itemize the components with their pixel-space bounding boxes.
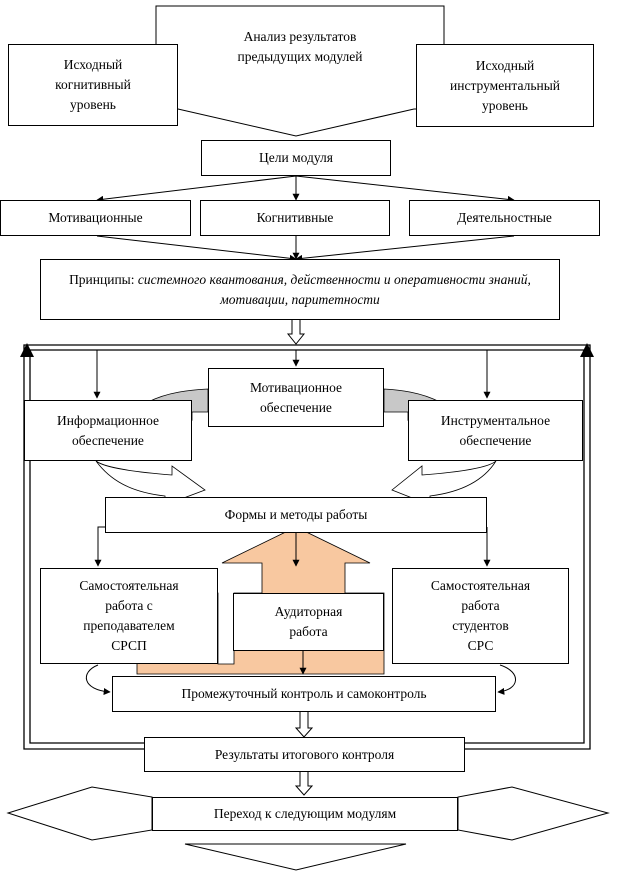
classroom-work-box: Аудиторная работа bbox=[233, 593, 384, 651]
curve-instrumental-to-forms bbox=[391, 460, 497, 506]
arrow-activity-to-principles bbox=[295, 235, 515, 262]
instrumental-support-box: Инструментальное обеспечение bbox=[408, 400, 583, 461]
arrow-motivational-to-principles bbox=[96, 235, 297, 262]
next-modules-box: Переход к следующим модулям bbox=[152, 797, 458, 831]
forms-methods-box: Формы и методы работы bbox=[105, 497, 487, 533]
informational-support-label: Информационное обеспечение bbox=[56, 412, 159, 448]
instrumental-support-label: Инструментальное обеспечение bbox=[440, 412, 551, 448]
next-down-arrow bbox=[184, 843, 407, 871]
motivational-support-box: Мотивационное обеспечение bbox=[208, 368, 384, 427]
double-arrow-results-down bbox=[294, 772, 314, 796]
frame-arrowhead-right bbox=[580, 343, 594, 357]
curve-right-to-control bbox=[497, 664, 516, 695]
intermediate-control-label: Промежуточный контроль и самоконтроль bbox=[181, 686, 427, 701]
independent-students-box: Самостоятельная работа студентов СРС bbox=[392, 568, 569, 664]
informational-support-box: Информационное обеспечение bbox=[24, 400, 192, 461]
initial-cognitive-level-label: Исходный когнитивный уровень bbox=[55, 57, 131, 112]
motivational-support-label: Мотивационное обеспечение bbox=[249, 379, 343, 415]
outer-frame-line-inner bbox=[29, 349, 585, 744]
goal-activity-box: Деятельностные bbox=[409, 200, 600, 236]
module-goals-label: Цели модуля bbox=[259, 150, 333, 165]
goal-cognitive-box: Когнитивные bbox=[200, 200, 390, 236]
final-results-label: Результаты итогового контроля bbox=[214, 746, 395, 762]
independent-with-teacher-box: Самостоятельная работа с преподавателем … bbox=[40, 568, 218, 664]
double-arrow-control-down bbox=[294, 712, 314, 738]
module-goals-box: Цели модуля bbox=[201, 140, 391, 176]
goal-motivational-box: Мотивационные bbox=[0, 200, 191, 236]
initial-instrumental-level-label: Исходный инструментальный уровень bbox=[450, 57, 560, 113]
principles-prefix: Принципы: bbox=[69, 271, 138, 287]
goal-activity-label: Деятельностные bbox=[457, 210, 552, 225]
next-right-arrow bbox=[457, 786, 610, 841]
double-arrow-principles-down bbox=[286, 320, 306, 345]
goal-cognitive-label: Когнитивные bbox=[256, 210, 334, 225]
frame-arrowhead-left bbox=[20, 343, 34, 357]
independent-with-teacher-label: Самостоятельная работа с преподавателем … bbox=[79, 578, 179, 653]
initial-cognitive-level-box: Исходный когнитивный уровень bbox=[8, 44, 178, 126]
forms-methods-label: Формы и методы работы bbox=[224, 507, 368, 522]
intermediate-control-box: Промежуточный контроль и самоконтроль bbox=[112, 676, 496, 712]
analysis-label: Анализ результатов предыдущих модулей bbox=[237, 29, 363, 64]
final-results-box: Результаты итогового контроля bbox=[144, 737, 465, 772]
outer-frame-line-outer bbox=[23, 344, 591, 750]
next-left-arrow bbox=[6, 786, 153, 841]
classroom-work-label: Аудиторная работа bbox=[274, 604, 343, 639]
goal-motivational-label: Мотивационные bbox=[48, 210, 143, 225]
arrow-forms-to-with-teacher bbox=[94, 526, 105, 567]
principles-list: системного квантования, действенности и … bbox=[137, 271, 531, 307]
next-modules-label: Переход к следующим модулям bbox=[213, 806, 397, 821]
arrow-goals-to-activity bbox=[295, 175, 515, 203]
principles-box: Принципы: системного квантования, действ… bbox=[40, 259, 560, 320]
initial-instrumental-level-box: Исходный инструментальный уровень bbox=[416, 44, 594, 127]
independent-students-label: Самостоятельная работа студентов СРС bbox=[430, 578, 531, 653]
arrow-goals-to-motivational bbox=[96, 175, 297, 203]
curve-left-to-control bbox=[85, 664, 111, 696]
